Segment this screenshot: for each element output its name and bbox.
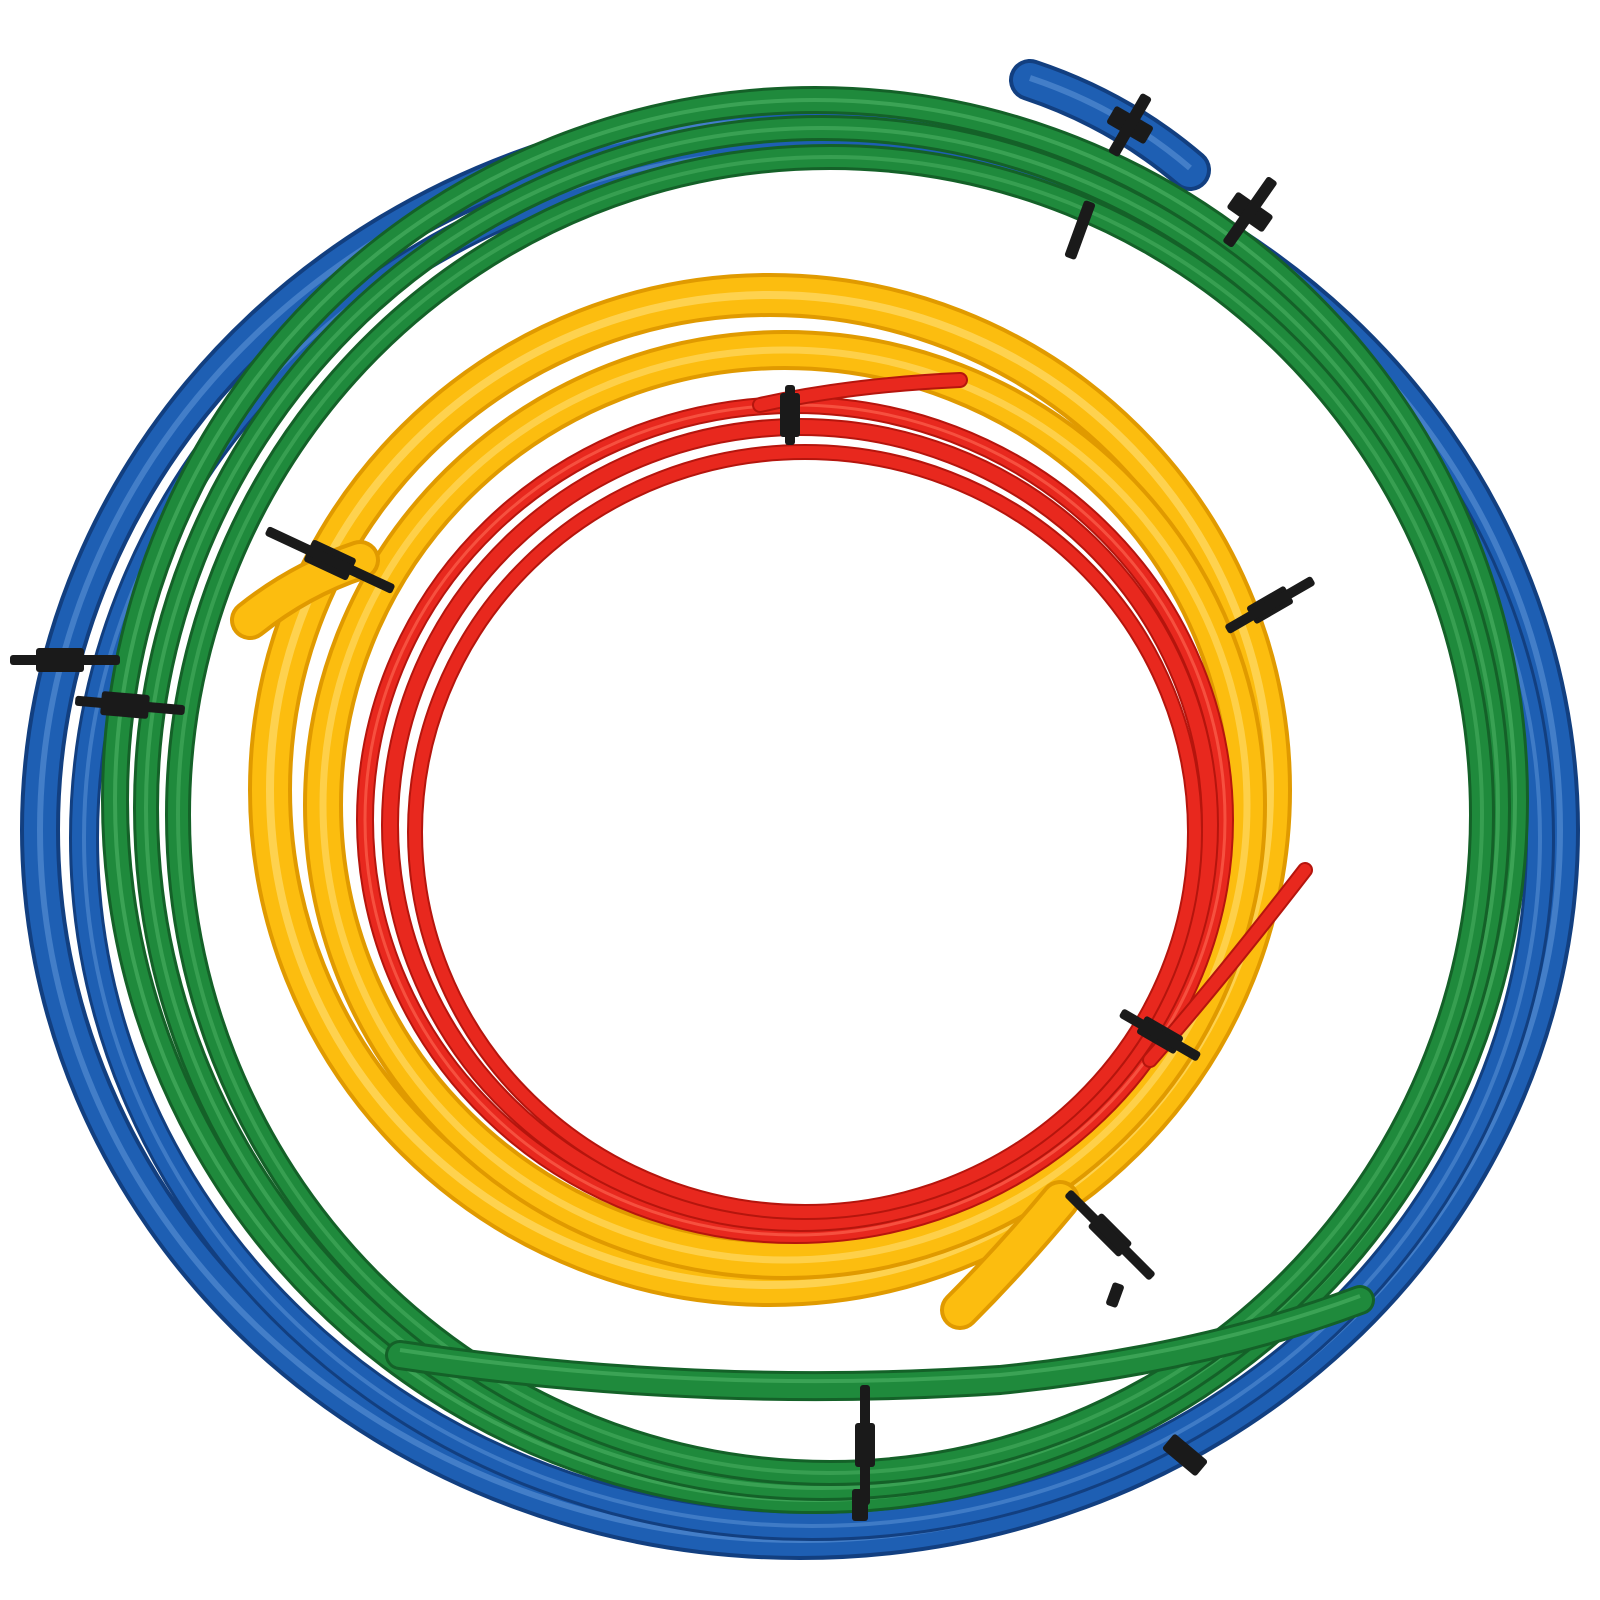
cable-ties	[10, 93, 1315, 1521]
cable-tie-icon	[1106, 1282, 1124, 1308]
cable-tie-icon	[265, 526, 395, 594]
cable-tie-icon	[1064, 200, 1096, 260]
cable-tie-icon	[1223, 176, 1277, 248]
yellow-tubing-coil	[230, 273, 1292, 1330]
green-tubing-coil	[101, 86, 1529, 1514]
cable-tie-icon	[75, 691, 185, 719]
cable-tie-icon	[1065, 1190, 1155, 1280]
cable-tie-icon	[1225, 576, 1315, 634]
cable-tie-icon	[10, 648, 120, 672]
cable-tie-icon	[852, 1489, 868, 1521]
cable-tie-icon	[1162, 1434, 1208, 1476]
cable-tie-icon	[855, 1385, 875, 1505]
cable-tie-icon	[1119, 1009, 1201, 1061]
cable-tie-icon	[780, 385, 800, 445]
cable-tie-icon	[1107, 93, 1153, 157]
